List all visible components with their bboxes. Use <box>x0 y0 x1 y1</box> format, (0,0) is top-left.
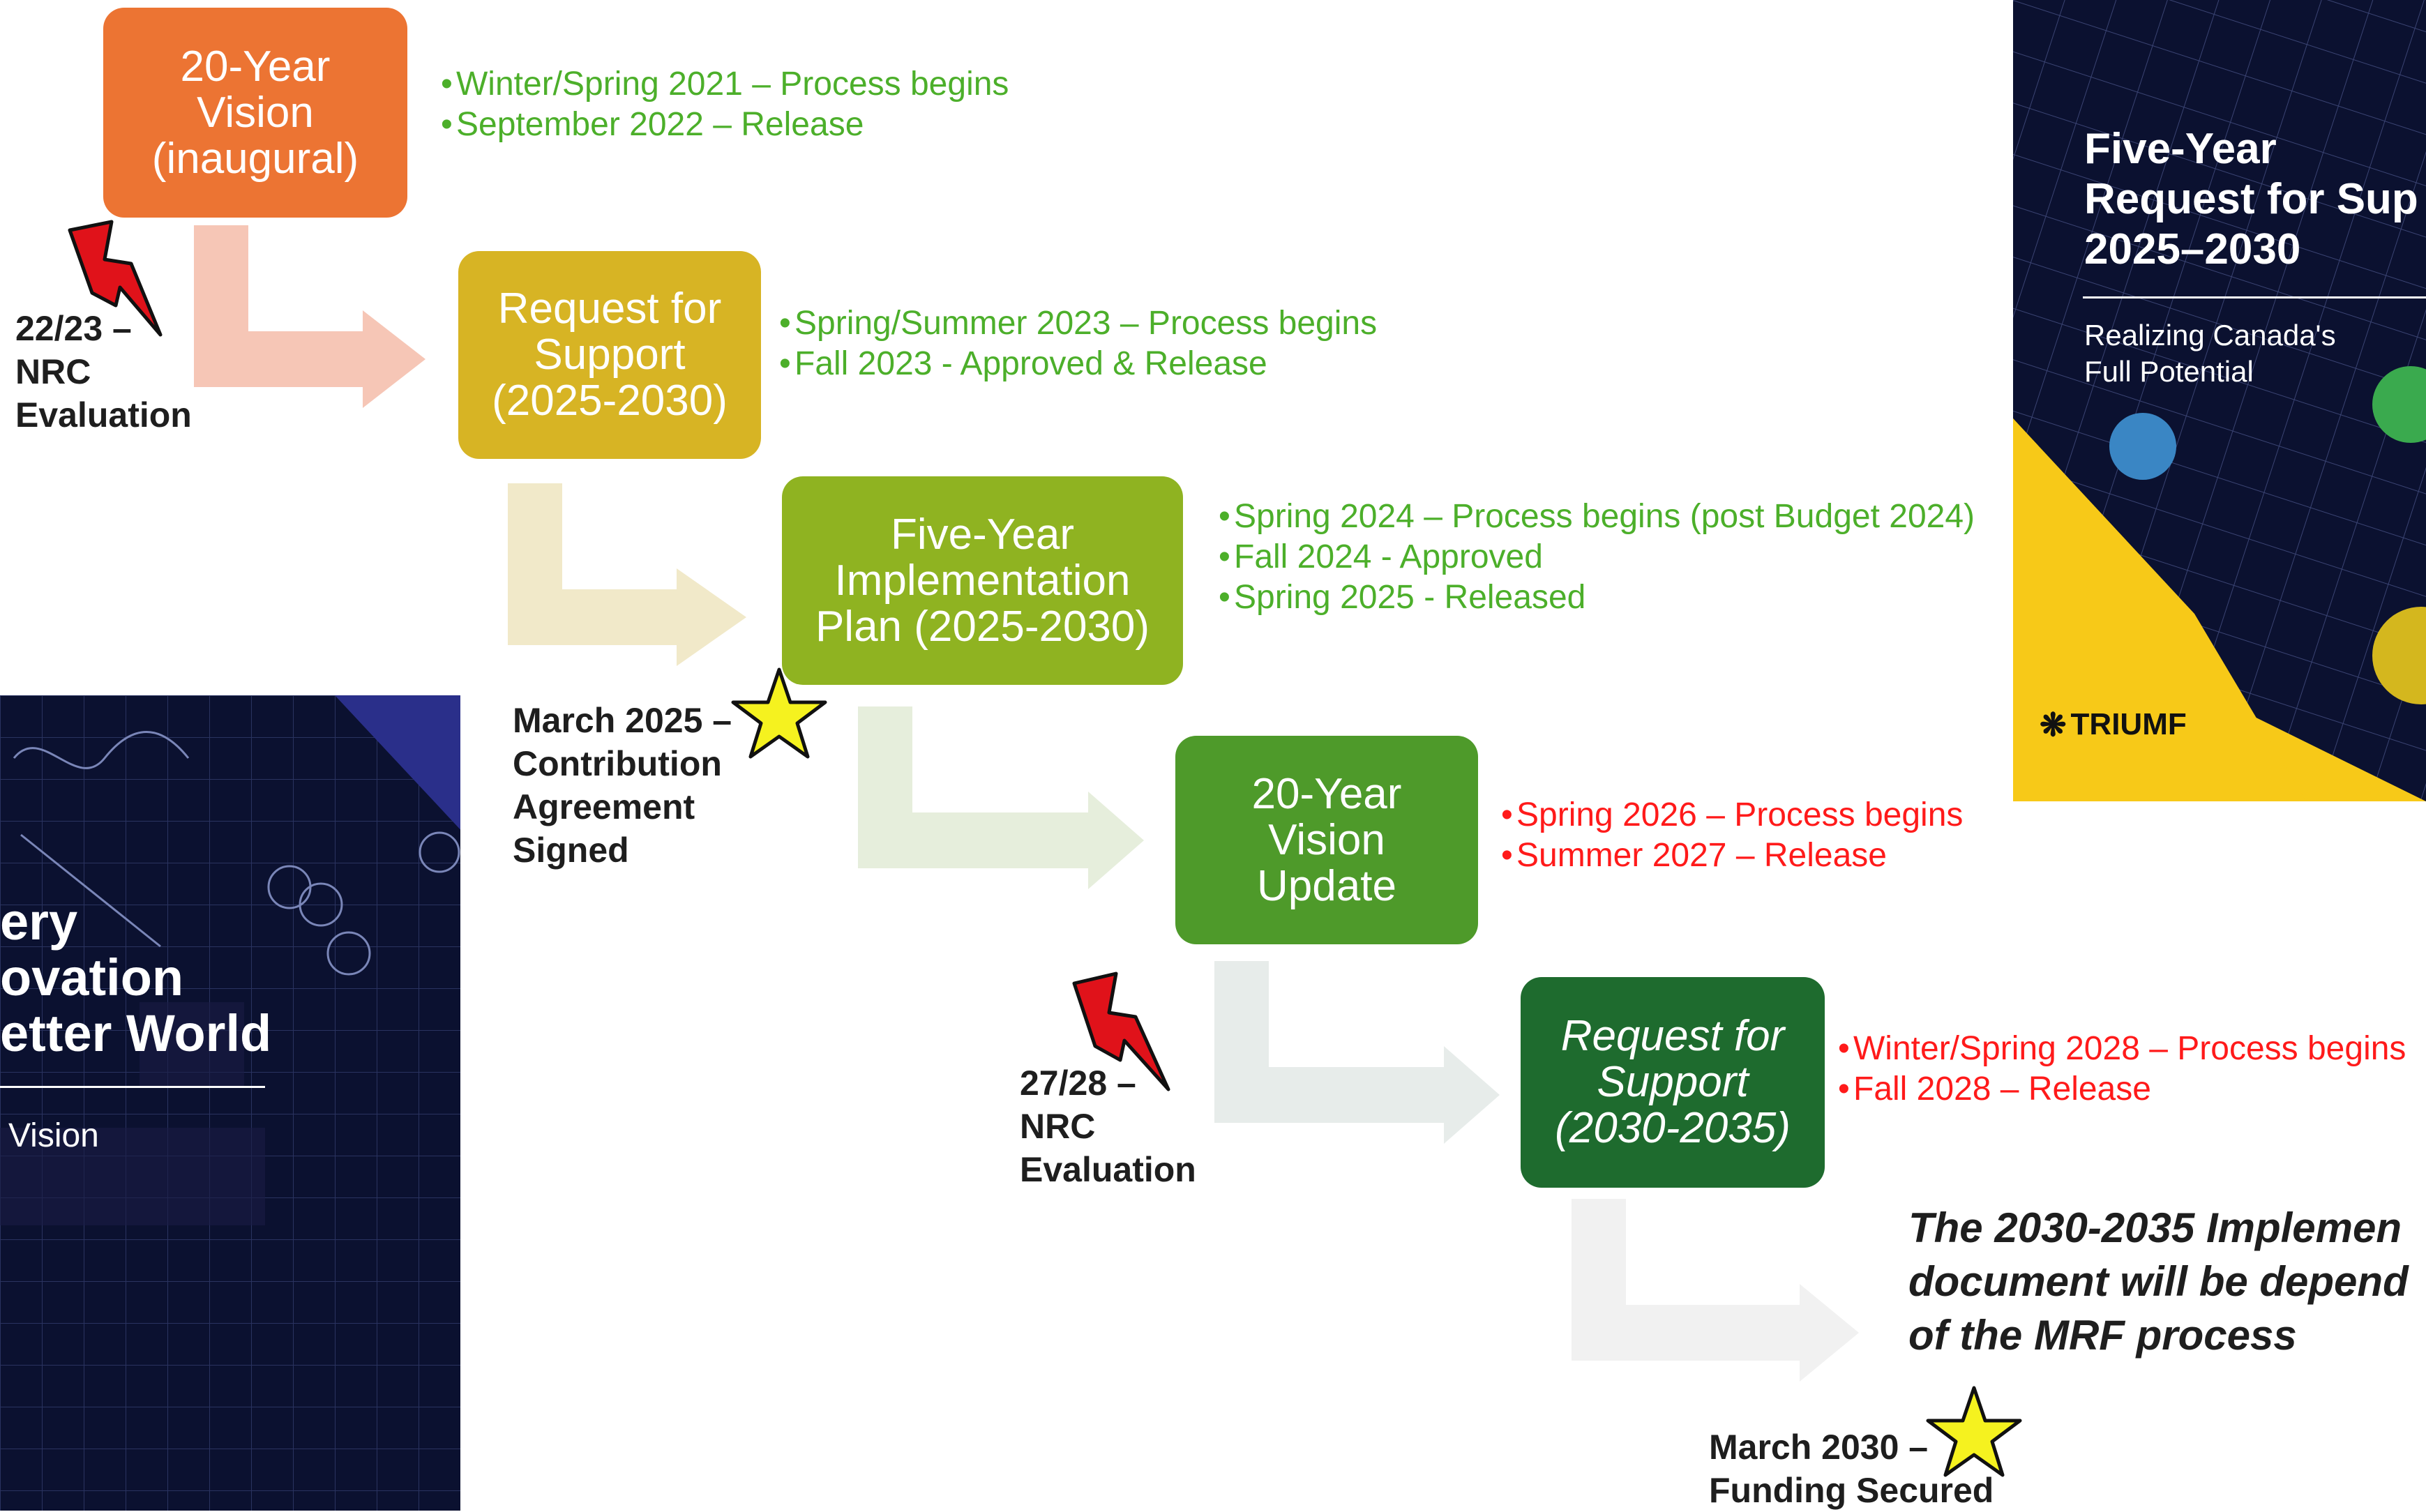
event-nrc-evaluation-27-28: 27/28 – NRC Evaluation <box>1020 1064 1196 1189</box>
cover-left-subtitle: Vision <box>8 1117 99 1154</box>
star-icon <box>1926 1386 2022 1477</box>
implementation-note: The 2030-2035 Implemen document will be … <box>1908 1204 2409 1359</box>
cover-grid-pattern <box>0 695 485 1511</box>
event-contribution-agreement: March 2025 – Contribution Agreement Sign… <box>513 701 732 870</box>
milestone-item: Spring 2026 – Process begins <box>1501 795 1963 836</box>
milestone-item: Winter/Spring 2028 – Process begins <box>1838 1029 2406 1069</box>
stage-20-year-vision-inaugural: 20-Year Vision (inaugural) <box>103 8 407 218</box>
milestone-item: Fall 2024 - Approved <box>1219 537 1975 577</box>
request-cover-image: Five-Year Request for Sup 2025–2030 Real… <box>2013 0 2426 801</box>
milestones-stage-2: Spring/Summer 2023 – Process begins Fall… <box>779 303 1377 384</box>
milestone-item: Spring/Summer 2023 – Process begins <box>779 303 1377 344</box>
arrow-1 <box>194 225 425 408</box>
milestone-item: Winter/Spring 2021 – Process begins <box>441 64 1009 105</box>
milestone-item: Fall 2028 – Release <box>1838 1069 2406 1110</box>
star-icon <box>731 667 827 759</box>
milestone-item: Spring 2025 - Released <box>1219 577 1975 618</box>
triumf-logo: ❋ TRIUMF <box>2040 706 2187 743</box>
stage-five-year-implementation-plan: Five-Year Implementation Plan (2025-2030… <box>782 476 1183 685</box>
cover-map-pattern <box>2013 0 2426 801</box>
arrow-2 <box>508 483 746 666</box>
arrow-5 <box>1572 1199 1859 1382</box>
milestone-item: Summer 2027 – Release <box>1501 836 1963 876</box>
event-nrc-evaluation-22-23: 22/23 – NRC Evaluation <box>15 309 192 434</box>
milestones-stage-4: Spring 2026 – Process begins Summer 2027… <box>1501 795 1963 876</box>
cover-left-title: ery ovation etter World <box>0 893 272 1062</box>
triumf-logo-icon: ❋ <box>2040 706 2067 743</box>
stage-request-for-support-2030-2035: Request for Support (2030-2035) <box>1521 977 1825 1188</box>
stage-20-year-vision-update: 20-Year Vision Update <box>1175 736 1478 944</box>
milestones-stage-3: Spring 2024 – Process begins (post Budge… <box>1219 497 1975 618</box>
milestone-item: Fall 2023 - Approved & Release <box>779 344 1377 384</box>
arrow-4 <box>1214 961 1500 1144</box>
cover-right-title: Five-Year Request for Sup 2025–2030 <box>2084 125 2418 273</box>
arrow-3 <box>858 706 1144 889</box>
lightning-icon <box>1072 972 1170 1091</box>
vision-cover-image: ery ovation etter World Vision <box>0 695 485 1511</box>
stage-request-for-support-2025-2030: Request for Support (2025-2030) <box>458 251 761 459</box>
milestones-stage-1: Winter/Spring 2021 – Process begins Sept… <box>441 64 1009 145</box>
lightning-icon <box>68 220 163 337</box>
milestone-item: Spring 2024 – Process begins (post Budge… <box>1219 497 1975 537</box>
milestone-item: September 2022 – Release <box>441 105 1009 145</box>
event-funding-secured: March 2030 – Funding Secured <box>1709 1428 1994 1510</box>
milestones-stage-5: Winter/Spring 2028 – Process begins Fall… <box>1838 1029 2406 1110</box>
triumf-logo-text: TRIUMF <box>2070 707 2187 741</box>
cover-right-subtitle: Realizing Canada's Full Potential <box>2084 319 2336 388</box>
